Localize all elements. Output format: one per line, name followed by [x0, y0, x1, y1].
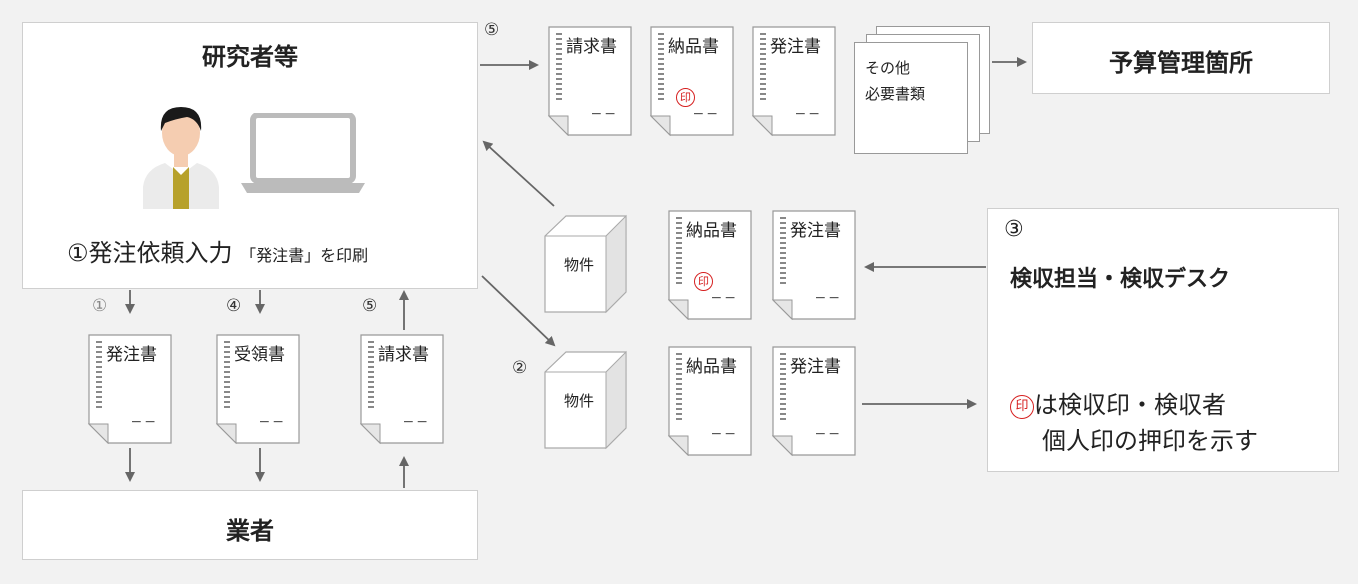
goods-box-lower: 物件	[544, 350, 628, 450]
step-5-left: ⑤	[362, 296, 378, 316]
step-2: ②	[512, 358, 528, 378]
doc-seikyu-top: 請求書 −−	[548, 26, 632, 136]
doc-dash: −−	[710, 290, 738, 306]
inspection-number: ③	[1004, 217, 1024, 242]
arrow-goods-to-researcher	[482, 140, 555, 207]
stamp-note-line1: 印は検収印・検収者	[1010, 385, 1226, 420]
doc-nohin-top: 納品書印−−	[650, 26, 734, 136]
doc-dash: −−	[402, 414, 430, 430]
doc-dash: −−	[692, 106, 720, 122]
doc-hatchu-top: 発注書 −−	[752, 26, 836, 136]
step-1: ①	[92, 296, 108, 316]
doc-label: 納品書	[686, 221, 737, 241]
doc-label: 発注書	[790, 357, 841, 377]
arrow-researcher-to-goods	[481, 275, 556, 347]
doc-dash: −−	[814, 426, 842, 442]
researcher-title: 研究者等	[202, 43, 298, 71]
step-5-top: ⑤	[484, 20, 500, 40]
doc-label: 請求書	[378, 345, 429, 365]
doc-dash: −−	[794, 106, 822, 122]
doc-nohin-mid-lower: 納品書 −−	[668, 346, 752, 456]
doc-label: 納品書	[686, 357, 737, 377]
researcher-icon	[143, 107, 219, 209]
budget-box: 予算管理箇所	[1032, 22, 1330, 94]
doc-label: 請求書	[566, 37, 617, 57]
goods-label: 物件	[564, 256, 595, 274]
doc-dash: −−	[130, 414, 158, 430]
other-line1: その他	[865, 59, 911, 77]
doc-other-stack: その他 必要書類	[854, 26, 994, 156]
doc-dash: −−	[710, 426, 738, 442]
doc-label: 納品書	[668, 37, 719, 57]
step-4: ④	[226, 296, 242, 316]
doc-dash: −−	[258, 414, 286, 430]
doc-label: 発注書	[790, 221, 841, 241]
goods-box-upper: 物件	[544, 214, 628, 314]
researcher-box: 研究者等 ①発注依頼入力 「発注書」を印刷	[22, 22, 478, 289]
stamp-note-line2: 個人印の押印を示す	[1042, 427, 1258, 455]
doc-nohin-mid-upper: 納品書印−−	[668, 210, 752, 320]
action-number: ①	[67, 239, 89, 267]
other-line2: 必要書類	[865, 85, 926, 103]
stamp-legend-icon: 印	[1010, 395, 1034, 419]
doc-label: 発注書	[106, 345, 157, 365]
doc-hatchu-mid-upper: 発注書 −−	[772, 210, 856, 320]
doc-label: 発注書	[770, 37, 821, 57]
doc-seikyu-left: 請求書 −−	[360, 334, 444, 444]
action-line: ①発注依頼入力 「発注書」を印刷	[67, 233, 368, 268]
action-text: 発注依頼入力	[88, 239, 233, 267]
inspection-title: 検収担当・検収デスク	[1010, 267, 1231, 292]
doc-dash: −−	[590, 106, 618, 122]
action-subtext: 「発注書」を印刷	[240, 246, 369, 265]
vendor-title: 業者	[226, 517, 274, 545]
inspection-box: ③ 検収担当・検収デスク 印は検収印・検収者 個人印の押印を示す	[987, 208, 1339, 472]
laptop-icon	[241, 113, 365, 193]
doc-juryo-left: 受領書 −−	[216, 334, 300, 444]
doc-label: 受領書	[234, 345, 285, 365]
stamp-icon: 印	[676, 88, 695, 107]
doc-dash: −−	[814, 290, 842, 306]
vendor-box: 業者	[22, 490, 478, 560]
stamp-icon: 印	[694, 272, 713, 291]
doc-hatchu-left: 発注書 −−	[88, 334, 172, 444]
stamp-note-text1: は検収印・検収者	[1034, 391, 1226, 419]
doc-hatchu-mid-lower: 発注書 −−	[772, 346, 856, 456]
budget-title: 予算管理箇所	[1109, 49, 1253, 77]
goods-label: 物件	[564, 392, 595, 410]
